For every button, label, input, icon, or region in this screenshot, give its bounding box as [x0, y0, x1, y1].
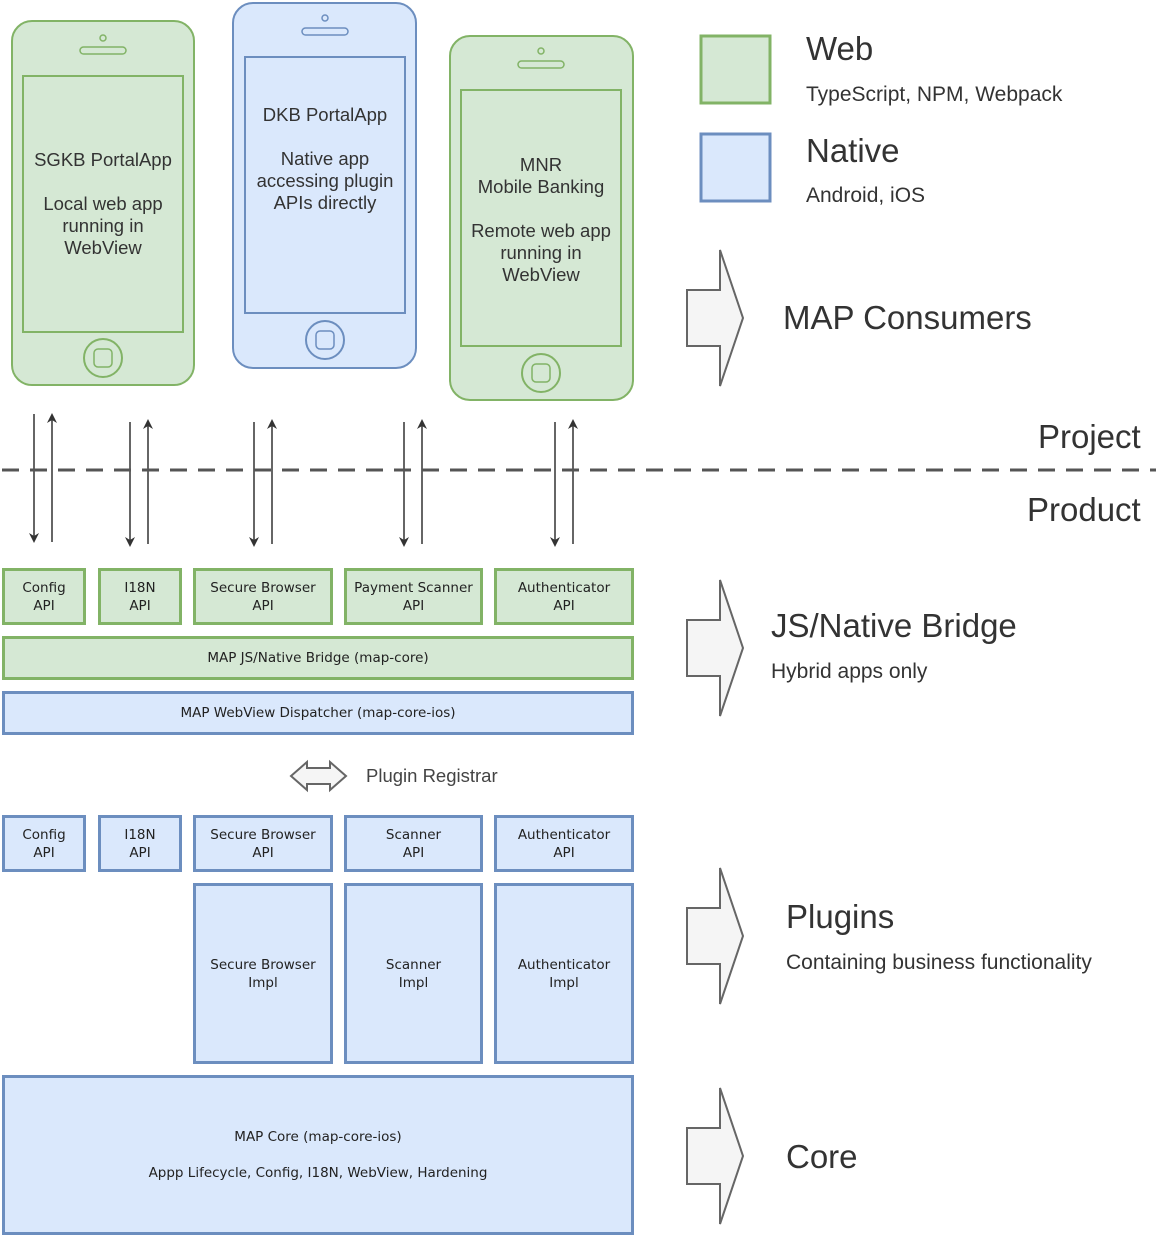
phone-text: MNR [519, 154, 563, 175]
bridge-arrow-icon [686, 579, 745, 717]
box-label: API [402, 844, 425, 861]
phone-dkb [232, 2, 417, 369]
box-label: API [252, 844, 274, 861]
phone-text: running in [500, 242, 582, 263]
phone-text: Mobile Banking [477, 176, 605, 197]
box-label: API [33, 844, 55, 861]
box-label: Impl [248, 974, 278, 991]
box-label: API [129, 597, 151, 614]
box-label: Secure Browser [210, 579, 316, 596]
box-label: Appp Lifecycle, Config, I18N, WebView, H… [148, 1165, 488, 1181]
legend-native-subtitle: Android, iOS [806, 184, 926, 207]
box-label: API [402, 597, 425, 614]
phone-screen-sgkb: SGKB PortalApp Local web app running in … [23, 76, 183, 332]
box-label: Authenticator [517, 956, 611, 973]
box-label: Config [22, 579, 66, 596]
box-label: Authenticator [517, 826, 611, 843]
box-label: Authenticator [517, 579, 611, 596]
dispatcher-bar: MAP WebView Dispatcher (map-core-ios) [2, 691, 634, 735]
consumers-title: MAP Consumers [783, 299, 1032, 336]
layer-arrows [686, 249, 745, 1225]
legend-native-title: Native [806, 132, 900, 169]
core-arrow-icon [686, 1087, 745, 1225]
plugins-arrow-icon [686, 867, 745, 1005]
registrar-arrow-icon [289, 759, 348, 793]
phone-text: WebView [502, 264, 580, 285]
box-label: Impl [549, 974, 579, 991]
box-label: Config [22, 826, 66, 843]
phone-text: accessing plugin [256, 170, 394, 191]
phone-text: Local web app [43, 193, 163, 214]
box-label: Impl [398, 974, 429, 991]
phone-screen-dkb: DKB PortalApp Native app accessing plugi… [245, 57, 405, 261]
box-label: Payment Scanner [354, 579, 473, 596]
legend-web-title: Web [806, 30, 874, 67]
bridge-bar: MAP JS/Native Bridge (map-core) [2, 636, 634, 680]
legend-native-swatch [699, 132, 772, 203]
bridge-subtitle: Hybrid apps only [771, 660, 928, 683]
legend-web-swatch [699, 34, 772, 105]
legend-web-subtitle: TypeScript, NPM, Webpack [806, 83, 1063, 106]
phone-text: running in [62, 215, 144, 236]
core-box: MAP Core (map-core-ios) Appp Lifecycle, … [2, 1075, 634, 1235]
box-label: API [129, 844, 151, 861]
phone-text: APIs directly [273, 192, 377, 213]
box-label: API [33, 597, 55, 614]
box-label: MAP JS/Native Bridge (map-core) [207, 650, 429, 666]
phone-text: WebView [64, 237, 142, 258]
plugins-title: Plugins [786, 898, 895, 935]
product-label: Product [1027, 491, 1141, 528]
box-label: Secure Browser [210, 826, 316, 843]
project-label: Project [1038, 418, 1141, 455]
bridge-title: JS/Native Bridge [771, 607, 1017, 644]
box-label: API [553, 844, 575, 861]
box-label: Scanner [385, 826, 442, 843]
box-label: API [553, 597, 575, 614]
box-label: MAP WebView Dispatcher (map-core-ios) [180, 705, 456, 721]
box-label: I18N [124, 826, 156, 843]
phone-text: Native app [280, 148, 370, 169]
consumers-arrow-icon [686, 249, 745, 387]
phone-sgkb [11, 20, 195, 386]
phone-text: Remote web app [471, 220, 611, 241]
box-label: I18N [124, 579, 156, 596]
box-label: Secure Browser [210, 956, 316, 973]
box-label: Scanner [385, 956, 442, 973]
phone-mnr [449, 35, 634, 401]
box-label: MAP Core (map-core-ios) [234, 1129, 402, 1145]
core-title: Core [786, 1138, 858, 1175]
phone-text: DKB PortalApp [262, 104, 388, 125]
plugin-registrar-label: Plugin Registrar [366, 765, 498, 786]
phone-screen-mnr: MNR Mobile Banking Remote web app runnin… [461, 90, 621, 350]
box-label: API [252, 597, 274, 614]
plugins-subtitle: Containing business functionality [786, 951, 1092, 974]
phone-text: SGKB PortalApp [34, 149, 172, 170]
communication-arrows [29, 413, 578, 547]
